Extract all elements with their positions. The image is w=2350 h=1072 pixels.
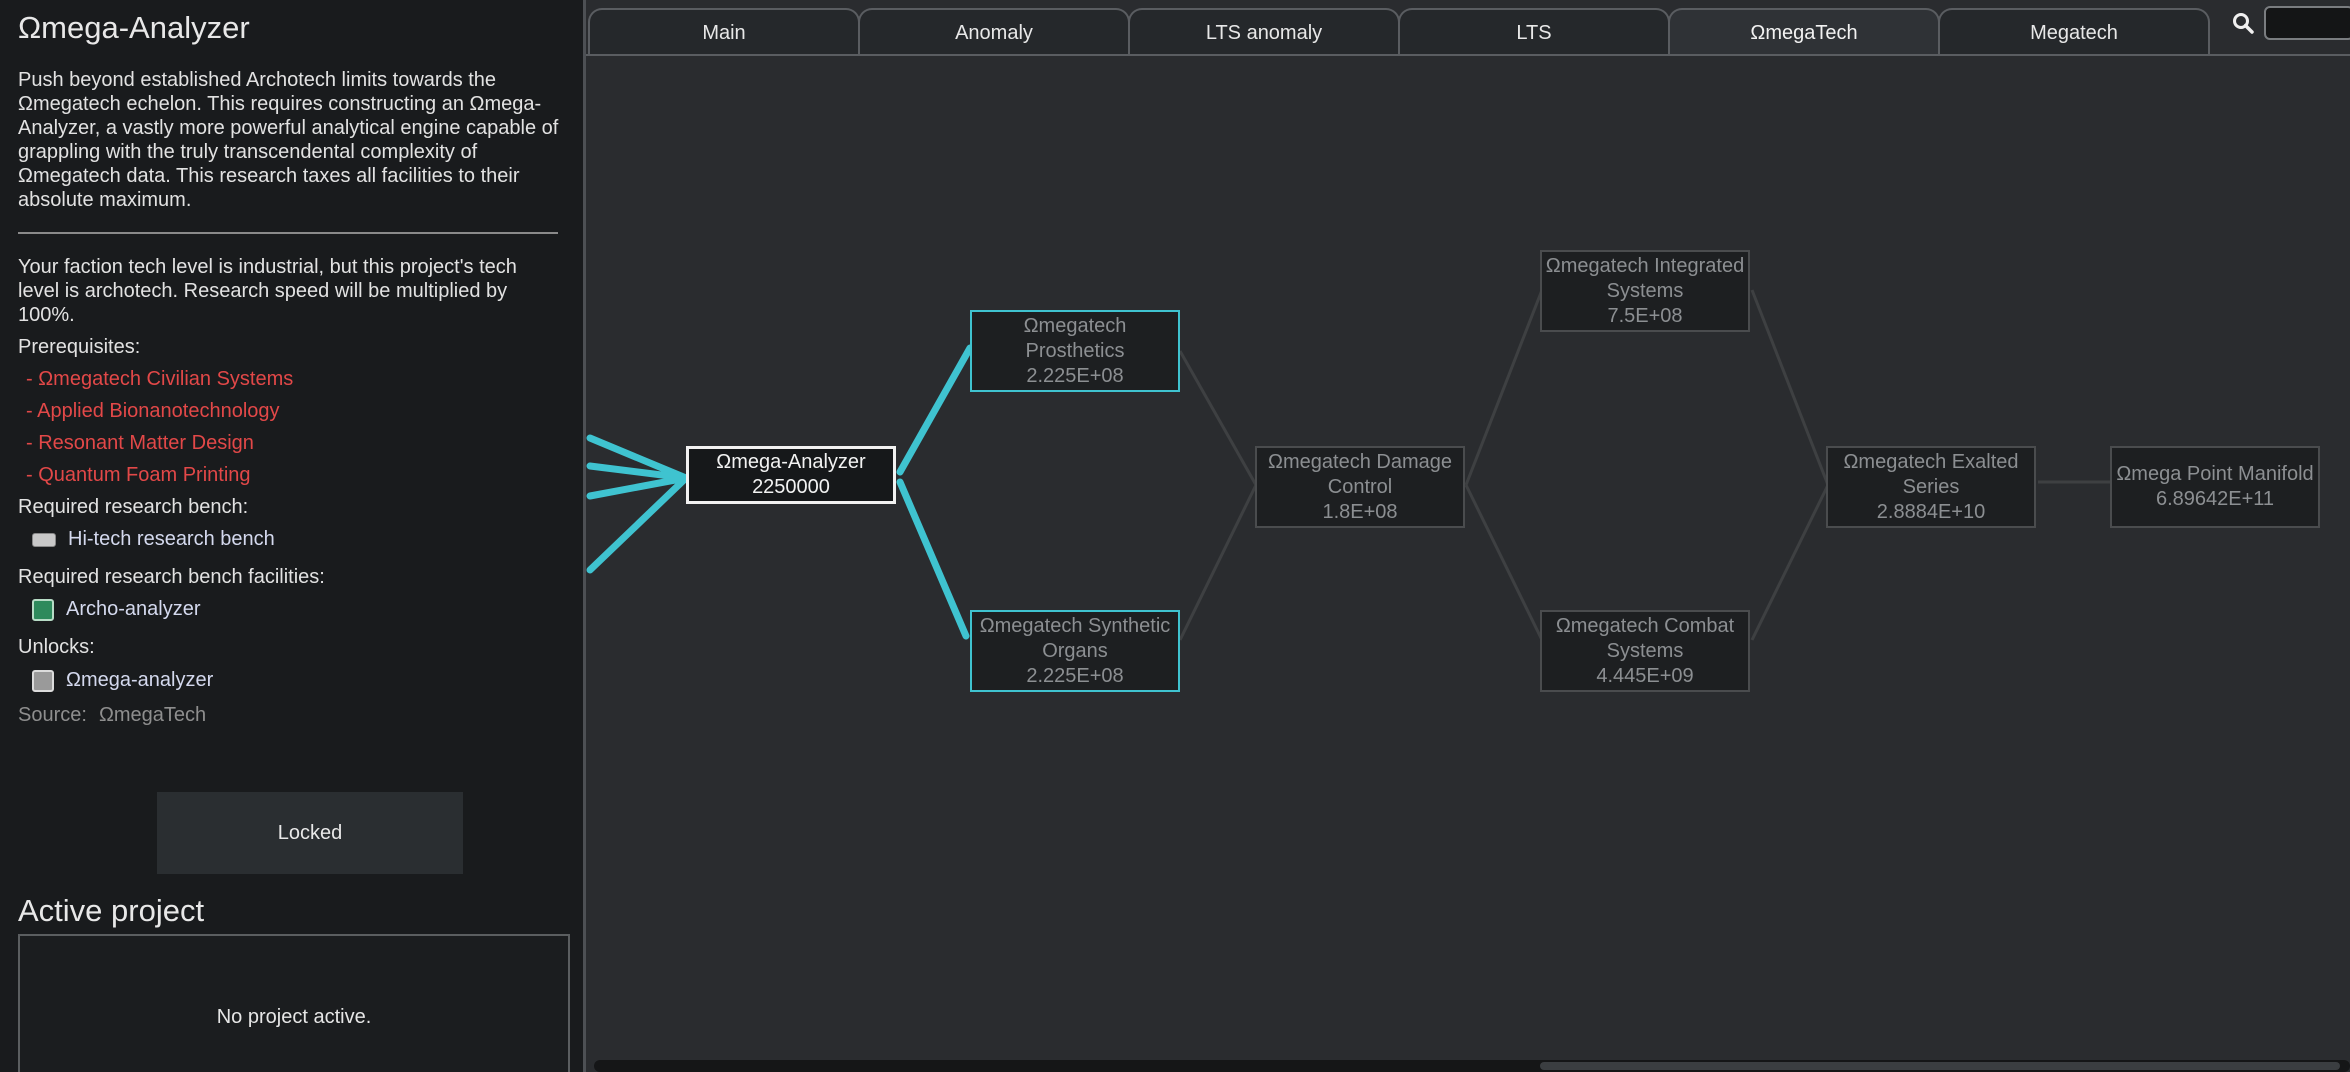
tree-link — [1178, 484, 1258, 641]
node-cost: 2.8884E+10 — [1876, 500, 1986, 523]
project-title: Ωmega-Analyzer — [18, 10, 250, 45]
required-facility-name: Archo-analyzer — [66, 598, 201, 620]
tech-level-note: Your faction tech level is industrial, b… — [18, 256, 517, 326]
node-cost: 2.225E+08 — [1026, 364, 1124, 387]
tab-main[interactable]: Main — [588, 8, 860, 56]
node-cost: 6.89642E+11 — [2155, 488, 2275, 510]
node-name: Ωmega Point Manifold — [2116, 463, 2314, 485]
tree-node-omega-analyzer[interactable]: Ωmega-Analyzer 2250000 — [686, 446, 896, 504]
active-project-status: No project active. — [216, 1006, 372, 1028]
node-cost: 1.8E+08 — [1322, 500, 1398, 523]
node-cost: 2250000 — [752, 476, 830, 498]
search-icon[interactable] — [2232, 12, 2254, 34]
prerequisite-item[interactable]: - Applied Bionanotechnology — [26, 400, 280, 422]
unlocks-label: Unlocks: — [18, 636, 95, 658]
node-name: Ωmega-Analyzer — [716, 451, 866, 473]
prerequisite-item[interactable]: - Quantum Foam Printing — [26, 464, 251, 486]
tree-node-damage-control[interactable]: Ωmegatech Damage Control 1.8E+08 — [1255, 446, 1465, 528]
tab-megatech[interactable]: Megatech — [1938, 8, 2210, 56]
tree-link — [1464, 289, 1544, 486]
node-name: Ωmegatech Integrated Systems — [1545, 254, 1745, 302]
tab-divider — [586, 54, 2350, 56]
scrollbar-thumb[interactable] — [1540, 1062, 2340, 1070]
search-input[interactable] — [2264, 6, 2350, 40]
unlock-item[interactable]: Ωmega-analyzer — [32, 669, 213, 692]
tab-lts-anomaly[interactable]: LTS anomaly — [1128, 8, 1400, 56]
omega-analyzer-icon — [32, 669, 54, 692]
tree-node-exalted-series[interactable]: Ωmegatech Exalted Series 2.8884E+10 — [1826, 446, 2036, 528]
research-tree-area[interactable] — [583, 0, 2350, 1072]
prerequisite-item[interactable]: - Resonant Matter Design — [26, 432, 254, 454]
required-bench-name: Hi-tech research bench — [68, 528, 275, 550]
source-value: ΩmegaTech — [98, 704, 207, 726]
node-cost: 2.225E+08 — [1026, 664, 1124, 687]
required-bench-item[interactable]: Hi-tech research bench — [32, 528, 275, 551]
tab-omegatech[interactable]: ΩmegaTech — [1668, 8, 1940, 56]
project-detail-panel: Ωmega-Analyzer Push beyond established A… — [0, 0, 583, 1072]
tree-link-active — [896, 344, 974, 476]
tree-node-synthetic-organs[interactable]: Ωmegatech Synthetic Organs 2.225E+08 — [970, 610, 1180, 692]
unlock-name: Ωmega-analyzer — [66, 669, 214, 691]
tab-anomaly[interactable]: Anomaly — [858, 8, 1130, 56]
tree-node-prosthetics[interactable]: Ωmegatech Prosthetics 2.225E+08 — [970, 310, 1180, 392]
tree-link-active — [896, 478, 970, 640]
tree-link-active — [586, 474, 690, 500]
node-name: Ωmegatech Combat Systems — [1555, 614, 1735, 662]
prerequisites-label: Prerequisites: — [18, 336, 141, 358]
tree-node-point-manifold[interactable]: Ωmega Point Manifold 6.89642E+11 — [2110, 446, 2320, 528]
tree-link — [1464, 484, 1544, 641]
node-name: Ωmegatech Synthetic Organs — [979, 614, 1171, 662]
research-bench-icon — [32, 532, 56, 547]
prerequisite-item[interactable]: - Ωmegatech Civilian Systems — [26, 368, 294, 390]
tree-link-active — [586, 474, 690, 574]
tree-link — [1750, 484, 1830, 641]
tree-node-combat-systems[interactable]: Ωmegatech Combat Systems 4.445E+09 — [1540, 610, 1750, 692]
horizontal-scrollbar[interactable] — [594, 1060, 2350, 1072]
node-name: Ωmegatech Damage Control — [1268, 450, 1452, 498]
tree-link — [1178, 350, 1258, 486]
tab-lts[interactable]: LTS — [1398, 8, 1670, 56]
locked-button[interactable]: Locked — [157, 792, 463, 874]
required-facility-item[interactable]: Archo-analyzer — [32, 598, 201, 621]
tree-node-integrated-systems[interactable]: Ωmegatech Integrated Systems 7.5E+08 — [1540, 250, 1750, 332]
node-name: Ωmegatech Exalted Series — [1843, 450, 2019, 498]
node-cost: 7.5E+08 — [1607, 304, 1683, 327]
source-label: Source: — [18, 704, 87, 726]
active-project-title: Active project — [18, 893, 205, 928]
required-bench-label: Required research bench: — [18, 496, 249, 518]
archo-analyzer-icon — [32, 598, 54, 621]
active-project-box: No project active. — [18, 934, 570, 1072]
source-row: Source: ΩmegaTech — [18, 704, 218, 727]
tree-link-active — [586, 462, 690, 482]
tree-link — [1750, 289, 1830, 486]
tree-link-active — [586, 434, 690, 482]
node-name: Ωmegatech Prosthetics — [1023, 314, 1127, 362]
node-cost: 4.445E+09 — [1596, 664, 1694, 687]
project-description: Push beyond established Archotech limits… — [18, 69, 559, 211]
divider — [18, 232, 558, 234]
required-facilities-label: Required research bench facilities: — [18, 566, 325, 588]
